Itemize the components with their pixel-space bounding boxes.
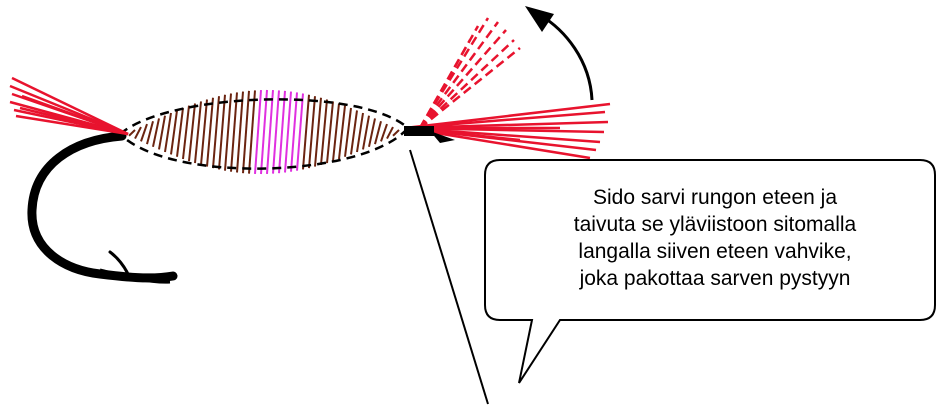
thread-wrap — [308, 96, 316, 169]
speech-bubble — [484, 159, 936, 384]
thread-wrap — [260, 89, 268, 175]
fishing-hook-icon — [27, 131, 178, 284]
thread-wrap — [236, 91, 244, 173]
thread-wrap — [182, 105, 190, 160]
thread-wrap — [128, 129, 136, 137]
thread-wrap — [326, 101, 334, 164]
tail-fiber — [21, 94, 129, 136]
thread-wrap — [314, 97, 322, 167]
thread-wrap — [206, 97, 214, 167]
thread-wrap — [320, 99, 328, 165]
tail-fibers — [9, 76, 129, 136]
thread-wrap — [356, 112, 364, 153]
callout-text: Sido sarvi rungon eteen ja taivuta se yl… — [500, 170, 930, 306]
thread-wrap — [332, 103, 340, 162]
thread-wrap — [194, 101, 202, 164]
thread-wrap — [188, 103, 196, 162]
thread-wrap — [374, 120, 382, 145]
horn-raised-fiber — [419, 47, 521, 129]
thread-wrap — [338, 105, 346, 160]
thread-wrap — [350, 110, 358, 155]
thread-wrap — [134, 126, 142, 140]
thread-wrap — [146, 120, 154, 145]
thread-wrap — [254, 90, 262, 174]
thread-wrap — [272, 90, 280, 174]
thread-wrap — [218, 94, 226, 170]
horn-fiber — [404, 110, 606, 130]
callout-line-2: taivuta se yläviistoon sitomalla — [573, 213, 857, 236]
curved-arrow-up-left-icon — [525, 6, 594, 101]
thread-wrap — [368, 118, 376, 148]
thread-head — [404, 126, 455, 143]
thread-wrap — [158, 115, 166, 150]
thread-wrap — [392, 129, 400, 137]
body-thread-wraps — [128, 89, 400, 175]
thread-wrap — [266, 90, 274, 174]
thread-wrap — [344, 107, 352, 157]
leader-line — [409, 149, 489, 405]
thread-wrap — [164, 112, 172, 153]
thread-wrap — [242, 90, 250, 174]
horn-raised-fiber — [419, 39, 515, 129]
horn-fibers — [404, 102, 611, 160]
thread-wrap — [248, 90, 256, 174]
horn-fiber — [404, 126, 591, 160]
thread-wrap — [278, 90, 286, 174]
thread-wrap — [296, 93, 304, 171]
horn-raised-fiber — [418, 39, 472, 129]
horn-fiber — [404, 102, 611, 130]
callout-line-4: joka pakottaa sarven pystyyn — [579, 267, 851, 290]
callout-line-1: Sido sarvi rungon eteen ja — [593, 186, 837, 209]
thread-wrap — [362, 115, 370, 150]
thread-wrap — [284, 91, 292, 173]
tail-fiber — [11, 76, 129, 136]
horn-raised-fibers — [418, 17, 521, 129]
thread-wrap — [140, 123, 148, 142]
thread-wrap — [152, 118, 160, 148]
tail-fiber — [15, 114, 129, 136]
thread-wrap — [230, 92, 238, 172]
thread-wrap — [290, 92, 298, 172]
thread-wrap — [170, 110, 178, 155]
horn-raised-fiber — [419, 29, 507, 129]
thread-wrap — [200, 99, 208, 165]
thread-wrap — [380, 123, 388, 142]
horn-raised-fiber — [418, 21, 500, 129]
tail-fiber — [19, 106, 129, 136]
callout-line-3: langalla siiven eteen vahvike, — [578, 240, 852, 263]
body-outline — [118, 98, 410, 170]
thread-wrap — [212, 96, 220, 169]
thread-wrap — [302, 94, 310, 170]
thread-wrap — [386, 126, 394, 140]
thread-wrap — [224, 93, 232, 171]
thread-wrap — [176, 107, 184, 157]
